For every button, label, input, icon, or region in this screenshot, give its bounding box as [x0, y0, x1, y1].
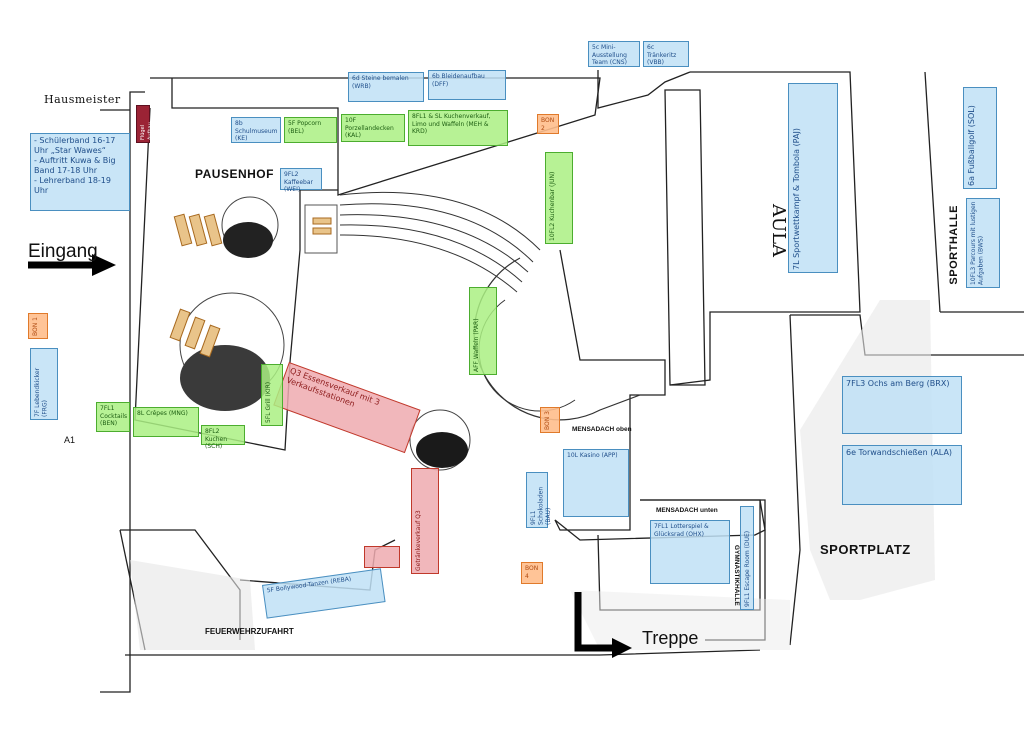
aula-outline: [669, 71, 861, 386]
benches: [169, 204, 338, 358]
label-treppe: Treppe: [642, 628, 699, 648]
label-a1: A1: [64, 435, 76, 445]
station-8b: 8b Schulmuseum (KE): [231, 117, 281, 143]
mensa-outline: [554, 249, 766, 541]
label-hausmeister: Hausmeister: [44, 93, 121, 106]
label-gymnastikhalle: GYMNASTIKHALLE: [733, 545, 740, 606]
station-bon1: BON 1: [28, 313, 48, 339]
station-bon2: BON 2: [537, 114, 559, 134]
station-q3-extension: [364, 546, 400, 568]
station-10fl3: 10FL3 Parcours mit lustigen Aufgaben (BW…: [966, 198, 1000, 288]
station-8fl1: 8FL1 & SL Kuchenverkauf, Limo und Waffel…: [408, 110, 508, 146]
sporthalle-outline: [924, 71, 1024, 313]
north-wing: [150, 77, 601, 196]
station-5f: 5F Popcorn (BEL): [284, 117, 337, 143]
label-mensadach-oben: MENSADACH oben: [572, 426, 632, 433]
station-q3-getraenke: Getränkeverkauf Q3: [411, 468, 439, 574]
station-bon4: BON 4: [521, 562, 543, 584]
station-10l: 10L Kasino (APP): [563, 449, 629, 517]
station-bon3: BON 3: [540, 407, 560, 433]
station-6e: 6e Torwandschießen (ALA): [842, 445, 962, 505]
station-10f: 10F Porzellandecken (KAL): [341, 114, 405, 142]
trees: [179, 196, 471, 471]
label-pausenhof: PAUSENHOF: [195, 167, 274, 181]
station-5c: 5c Mini-Ausstellung Team (CNS): [588, 41, 640, 67]
station-8fl2: 8FL2 Kuchen (SCH): [201, 425, 245, 450]
south-edge: [125, 649, 761, 656]
station-band-schedule: - Schülerband 16-17 Uhr „Star Wawes“ - A…: [30, 133, 130, 211]
stairs-block: [664, 89, 706, 386]
label-eingang: Eingang: [28, 241, 98, 262]
station-6a: 6a Fußballgolf (SOL): [963, 87, 997, 189]
station-9fl2: 9FL2 Kaffeebar (WEI): [280, 168, 322, 193]
station-7fl3: 7FL3 Ochs am Berg (BRX): [842, 376, 962, 434]
label-feuerwehrzufahrt: FEUERWEHRZUFAHRT: [205, 627, 294, 636]
station-8l: 8L Crêpes (MNG): [133, 407, 199, 437]
left-wall: [100, 91, 145, 693]
station-7f: 7F Lebendkicker (FRG): [30, 348, 58, 420]
station-7fl1: 7FL1 Cocktails (BEN): [96, 402, 130, 432]
label-sportplatz: SPORTPLATZ: [820, 542, 911, 557]
station-7l: 7L Sportwettkampf & Tombola (PAJ): [788, 83, 838, 273]
station-9fl-escape: 9FL1 Escape Room (DUE): [740, 506, 754, 610]
sportplatz-west: [789, 314, 801, 646]
station-6b: 6b Bleidenaufbau (DFF): [428, 70, 506, 100]
station-6c: 6c Tränkeritz (VBB): [643, 41, 689, 67]
station-9fl1: 9FL1 Schokoladen (BAU): [526, 472, 552, 528]
station-10fl2: 10FL2 Kuchenbar (JUN): [545, 152, 573, 244]
station-6d: 6d Steine bemalen (WRB): [348, 72, 424, 102]
label-mensadach-unten: MENSADACH unten: [656, 507, 718, 514]
label-sporthalle: SPORTHALLE: [948, 205, 960, 285]
station-aff: AFF Waffeln (PAR): [469, 287, 497, 375]
station-7fl1-lotter: 7FL1 Lotterspiel & Glücksrad (OHX): [650, 520, 730, 584]
station-fluegel: Flügel Aufbau: [136, 105, 154, 143]
label-aula: AULA: [768, 203, 790, 258]
station-5fl-grill: 5FL Grill (KIR): [261, 364, 283, 426]
arrows: [28, 254, 632, 658]
north-east-wall: [597, 70, 691, 109]
